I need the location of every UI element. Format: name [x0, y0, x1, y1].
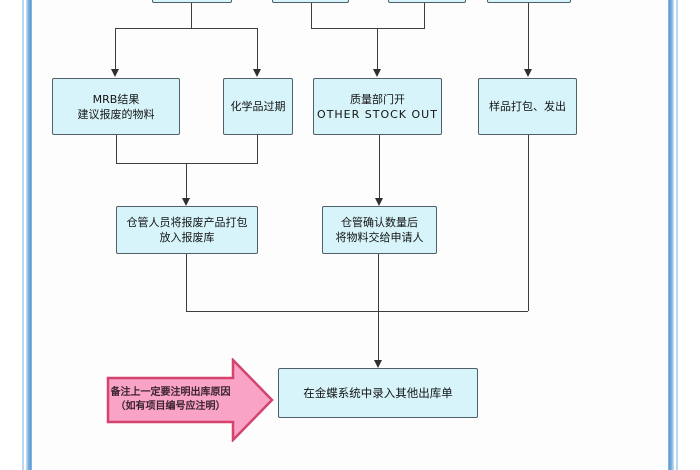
- arrowhead-quality: [373, 69, 381, 77]
- top-box-3: [388, 0, 466, 3]
- connector-mrb-down: [116, 135, 117, 163]
- top-box-2: [272, 0, 349, 3]
- connector-top1-stub: [191, 3, 192, 28]
- node-kingdee-line1: 在金蝶系统中录入其他出库单: [303, 385, 453, 400]
- connector-to-kingdee: [378, 254, 379, 360]
- node-quality-line1: 质量部门开: [350, 92, 405, 106]
- node-pack-scrap-line2: 放入报废库: [159, 231, 215, 244]
- connector-to-sample: [528, 3, 529, 69]
- node-pack-scrap: 仓管人员将报废产品打包 放入报废库: [116, 206, 258, 254]
- node-chemical-expired: 化学品过期: [223, 78, 293, 135]
- page-border-right-thin: [676, 0, 678, 470]
- node-sample-line1: 样品打包、发出: [489, 100, 566, 113]
- node-quality-line2: OTHER STOCK OUT: [317, 107, 438, 121]
- arrowhead-kingdee: [374, 360, 382, 368]
- node-confirm-quantity: 仓管确认数量后 将物料交给申请人: [322, 206, 437, 254]
- node-pack-scrap-line1: 仓管人员将报废产品打包: [126, 216, 248, 229]
- connector-to-mrb: [115, 28, 116, 69]
- arrowhead-mrb: [111, 69, 119, 77]
- node-chemical-line1: 化学品过期: [230, 100, 286, 113]
- note-line1: 备注上一定要注明出库原因: [110, 387, 231, 398]
- connector-bottom-merge: [186, 311, 528, 312]
- note-block-arrow: 备注上一定要注明出库原因 （如有项目编号应注明）: [106, 358, 276, 442]
- node-sample-ship: 样品打包、发出: [478, 78, 577, 135]
- node-confirm-line1: 仓管确认数量后: [341, 216, 418, 229]
- arrowhead-pack-scrap: [182, 198, 190, 206]
- connector-pack-scrap-down: [186, 254, 187, 311]
- note-text: 备注上一定要注明出库原因 （如有项目编号应注明）: [108, 378, 233, 422]
- connector-to-chemical: [257, 28, 258, 69]
- note-line2: （如有项目编号应注明）: [115, 401, 226, 412]
- connector-to-quality: [377, 28, 378, 69]
- top-box-1: [152, 0, 232, 3]
- connector-to-confirm: [379, 135, 380, 198]
- connector-chemical-down: [257, 135, 258, 163]
- node-confirm-line2: 将物料交给申请人: [335, 231, 424, 244]
- connector-merge-scrap: [116, 163, 258, 164]
- page-border-left-band: [26, 0, 32, 470]
- node-mrb-line2: 建议报废的物料: [77, 107, 155, 121]
- arrowhead-sample: [524, 69, 532, 77]
- page-border-left-thin: [22, 0, 24, 470]
- top-box-4: [487, 0, 571, 3]
- node-mrb: MRB结果 建议报废的物料: [52, 78, 180, 135]
- connector-top23-merge: [311, 28, 425, 29]
- connector-to-pack-scrap: [186, 163, 187, 198]
- connector-sample-down: [528, 135, 529, 311]
- arrowhead-chemical: [253, 69, 261, 77]
- connector-top3-stub: [424, 3, 425, 28]
- page-border-right-band: [668, 0, 674, 470]
- node-kingdee-entry: 在金蝶系统中录入其他出库单: [278, 368, 478, 418]
- connector-top2-stub: [311, 3, 312, 28]
- connector-top1-branch: [115, 28, 258, 29]
- flowchart-canvas: MRB结果 建议报废的物料 化学品过期 质量部门开 OTHER STOCK OU…: [33, 0, 666, 470]
- note-arrow-shape: [106, 358, 274, 442]
- node-mrb-line1: MRB结果: [92, 92, 140, 106]
- node-quality-stock-out: 质量部门开 OTHER STOCK OUT: [313, 78, 442, 135]
- arrowhead-confirm: [375, 198, 383, 206]
